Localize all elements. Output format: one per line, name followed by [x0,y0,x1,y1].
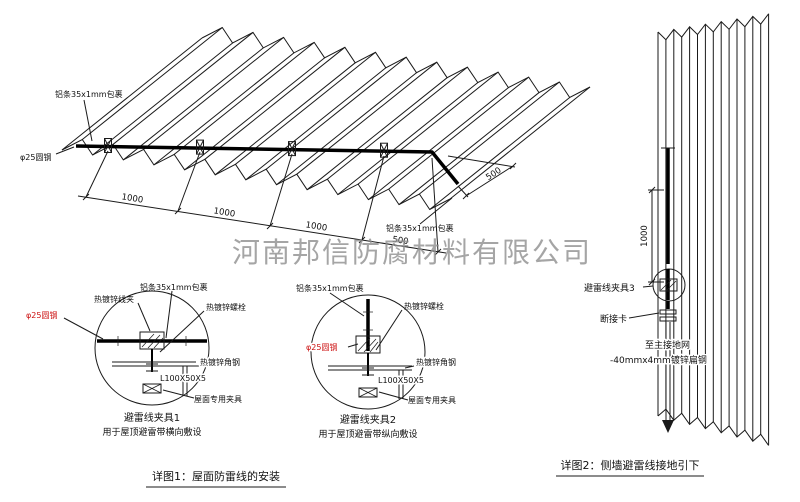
roof-label-leaders [55,99,453,225]
roof-dimension-lines [77,150,517,256]
wall-dimension [648,186,664,286]
roof-dim-seg1: 1000 [121,192,144,205]
detail1-roof-clamp [142,383,162,394]
roof-wire-clamps [104,138,388,158]
detail-2-clamp-view: 铝条35x1mm包裹 热镀锌螺栓 φ25圆钢 热镀锌角钢 L100X50X5 屋… [296,283,458,440]
detail1-round-steel-label: φ25圆钢 [26,310,57,320]
detail1-angle-spec-label: L100X50X5 [160,374,206,383]
corrugated-roof-sheet [61,26,591,211]
detail1-strip-label: 铝条35x1mm包裹 [140,282,208,292]
wall-view: 1000 避雷线夹具3 断接卡 至主接地网 -40mmx4mm镀锌扁钢 [584,13,770,446]
detail1-angle-label: 热镀锌角钢 [200,357,240,367]
roof-dim-side: 500 [484,166,503,183]
caption-detail2: 详图2：侧墙避雷线接地引下 [561,458,700,472]
detail2-roof-clamp [358,387,378,398]
detail1-title: 避雷线夹具1 [124,411,180,424]
detail2-leaders [329,292,415,401]
ground-arrow [662,420,674,433]
detail-circle-1 [94,290,210,406]
detail2-strip-label: 铝条35x1mm包裹 [296,283,364,293]
roof-dim-seg4: 500 [392,235,410,247]
wall-leaders [628,285,660,319]
captions: 详图1：屋面防雷线的安装 详图2：侧墙避雷线接地引下 [146,458,704,488]
roof-view: 铝条35x1mm包裹 φ25圆钢 铝条35x1mm包裹 1000 1000 10… [20,26,591,256]
detail1-bolt-label: 热镀锌螺栓 [206,302,246,312]
detail1-leaders [63,290,205,399]
detail1-subtitle: 用于屋顶避雷带横向敷设 [102,426,201,438]
wall-to-ground-label: 至主接地网 [645,339,690,351]
wall-dim-label: 1000 [640,225,650,247]
roof-round-steel-label: φ25圆钢 [20,152,51,162]
wall-disconnect-label: 断接卡 [600,313,627,325]
detail2-angle-spec-label: L100X50X5 [378,376,424,385]
detail1-wire-clip-label: 热镀锌线夹 [94,294,134,304]
detail2-title: 避雷线夹具2 [340,413,396,426]
detail-circle-2 [310,294,426,410]
corrugated-wall-sheet [657,13,770,446]
detail2-roof-clamp-label: 屋面专用夹具 [408,395,456,405]
detail2-round-steel-label: φ25圆钢 [306,342,337,352]
detail-1-clamp-view: 热镀锌线夹 铝条35x1mm包裹 热镀锌螺栓 φ25圆钢 热镀锌角钢 L100X… [26,282,246,438]
detail2-subtitle: 用于屋顶避雷带纵向敷设 [318,428,417,440]
caption-detail1: 详图1：屋面防雷线的安装 [152,469,280,483]
company-watermark: 河南邦信防腐材料有限公司 [232,236,592,269]
roof-dim-seg2: 1000 [213,206,236,219]
roof-strip-label-right: 铝条35x1mm包裹 [386,223,454,233]
disconnect-link [659,309,677,315]
lightning-wire [75,144,460,186]
detail2-angle-label: 热镀锌角钢 [416,357,456,367]
detail2-bolt-label: 热镀锌螺栓 [404,301,444,311]
wall-clamp3 [659,278,678,292]
roof-strip-label-top: 铝条35x1mm包裹 [55,89,123,99]
wall-flat-steel-label: -40mmx4mm镀锌扁钢 [610,354,707,366]
roof-dim-seg3: 1000 [305,220,328,233]
wall-clamp3-label: 避雷线夹具3 [584,282,635,294]
detail1-roof-clamp-label: 屋面专用夹具 [194,394,242,404]
